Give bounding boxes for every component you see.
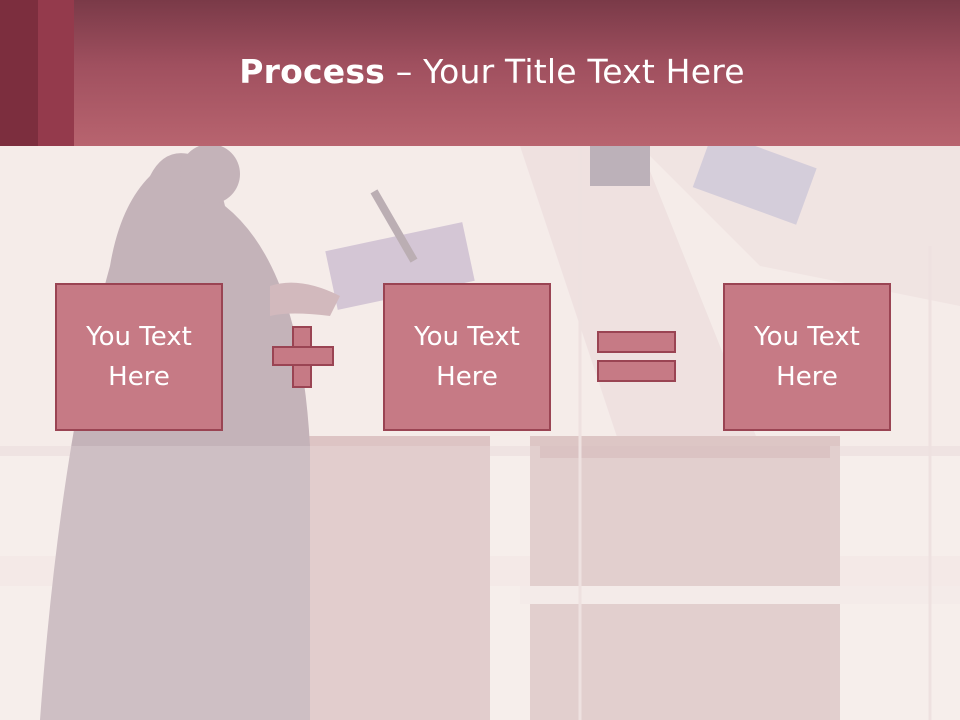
slide-title[interactable]: Process – Your Title Text Here bbox=[0, 52, 960, 91]
title-rest-part: – Your Title Text Here bbox=[385, 52, 745, 91]
process-box-3[interactable]: You Text Here bbox=[723, 283, 891, 431]
title-bar: Process – Your Title Text Here bbox=[0, 0, 960, 146]
header-accent-block-dark bbox=[0, 0, 38, 146]
process-box-3-text: You Text Here bbox=[754, 322, 860, 392]
process-box-1-text: You Text Here bbox=[86, 322, 192, 392]
process-box-1[interactable]: You Text Here bbox=[55, 283, 223, 431]
header-accent-block bbox=[38, 0, 74, 146]
process-box-2[interactable]: You Text Here bbox=[383, 283, 551, 431]
process-box-2-text: You Text Here bbox=[414, 322, 520, 392]
background-photo bbox=[0, 146, 960, 720]
background-photo-illustration bbox=[0, 146, 960, 720]
title-bold-part: Process bbox=[239, 52, 386, 91]
